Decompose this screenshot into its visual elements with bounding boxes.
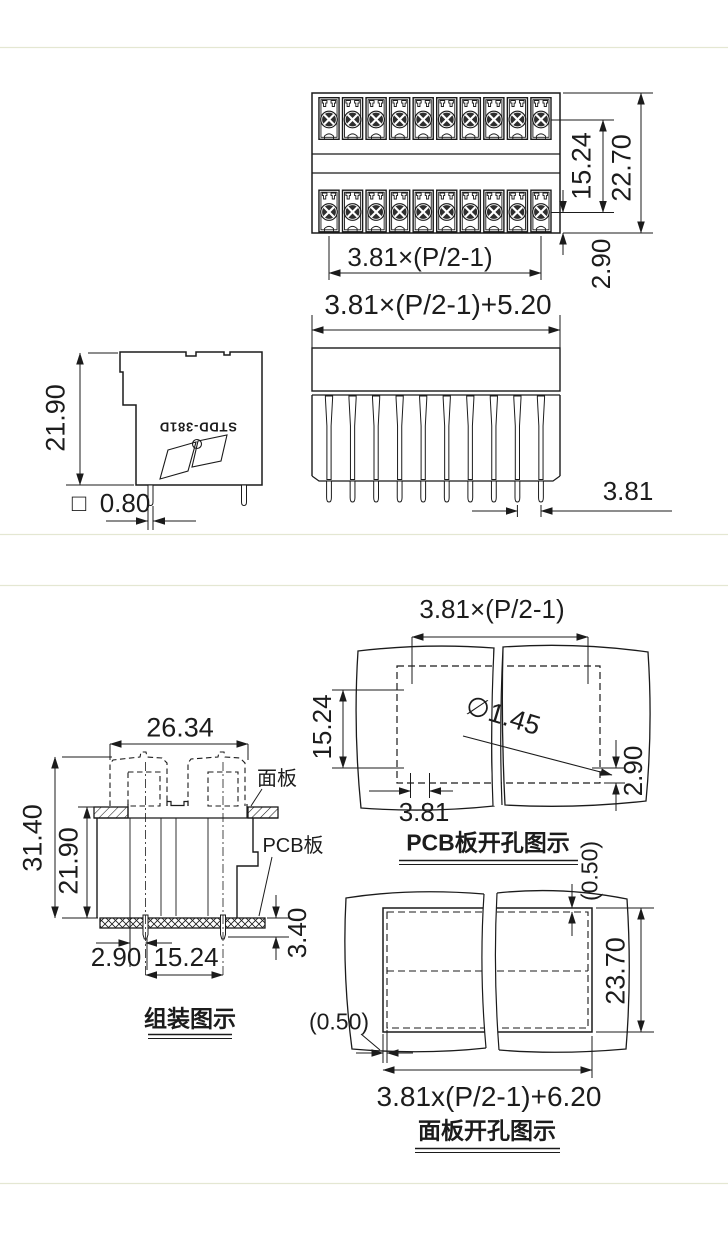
dim-panel-height: 23.70	[600, 937, 631, 1005]
dim-assembly-edge: 2.90	[90, 942, 142, 972]
side-view	[119, 351, 263, 507]
dim-pinview-pitch: 3.81	[602, 476, 654, 506]
dim-assembly-body-height: 21.90	[53, 827, 84, 895]
label-panel: 面板	[257, 768, 297, 790]
title-pcb-view: PCB板开孔图示	[406, 829, 570, 856]
label-pcb-board: PCB板	[262, 835, 324, 857]
dim-front-offset: 2.90	[586, 238, 616, 290]
dim-front-pitch: 3.81×(P/2-1)	[347, 242, 493, 272]
assembly-view	[93, 751, 279, 978]
dim-pcb-edge: 2.90	[618, 745, 648, 797]
dim-panel-gap-left: (0.50)	[308, 1008, 370, 1035]
dimension-lines-assembly	[51, 740, 289, 1039]
dim-assembly-width: 26.34	[146, 712, 214, 743]
section-divider-lines	[0, 46, 728, 1185]
title-panel-view: 面板开孔图示	[418, 1117, 556, 1144]
dim-front-overall: 3.81×(P/2-1)+5.20	[324, 289, 552, 320]
dim-side-pin-size: 0.80	[99, 488, 151, 518]
title-assembly-view: 组装图示	[144, 1005, 236, 1032]
dim-panel-gap-top: (0.50)	[576, 840, 603, 902]
dim-assembly-total-height: 31.40	[17, 804, 48, 872]
dim-pcb-pitch: 3.81×(P/2-1)	[419, 594, 565, 624]
model-text: STDD-381D	[159, 419, 237, 435]
dimension-lines-top	[66, 92, 672, 530]
dim-pcb-unit-pitch: 3.81	[398, 797, 450, 827]
panel-cutout-view	[344, 889, 630, 1053]
dimension-lines-pcb	[332, 633, 625, 865]
dim-assembly-below-board: 3.40	[282, 907, 312, 959]
pin-side-view	[311, 347, 561, 482]
dim-panel-width: 3.81x(P/2-1)+6.20	[376, 1081, 602, 1112]
dim-side-height: 21.90	[40, 384, 71, 452]
dim-assembly-row-spacing: 15.24	[153, 942, 219, 972]
brand-logo	[159, 434, 228, 480]
square-symbol: □	[71, 490, 87, 517]
dim-pcb-row-spacing: 15.24	[307, 694, 337, 760]
dim-front-row-spacing: 15.24	[566, 132, 597, 200]
dim-front-height: 22.70	[606, 134, 637, 202]
dimension-lines-panel	[356, 884, 654, 1153]
